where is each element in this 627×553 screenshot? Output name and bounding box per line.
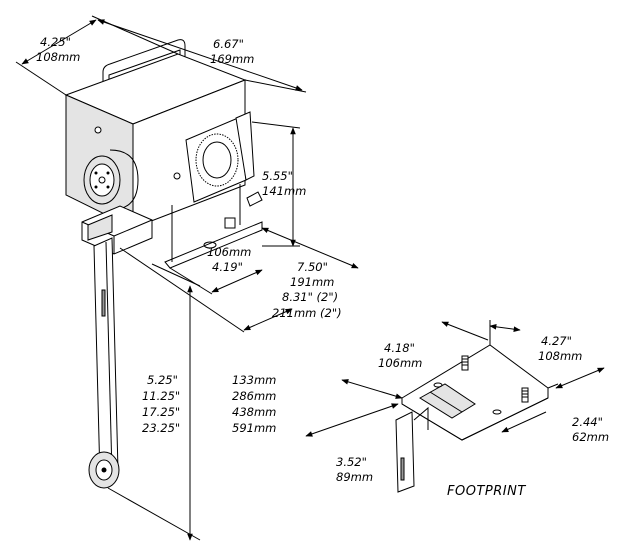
base-width-in-label: 4.19" bbox=[212, 260, 243, 274]
arm-length-in-2: 11.25" bbox=[142, 389, 180, 403]
height-mm-label: 141mm bbox=[262, 184, 306, 198]
width-in-label: 6.67" bbox=[213, 37, 244, 51]
arm-length-mm-1: 133mm bbox=[232, 373, 276, 387]
footprint-depth-in-label: 4.27" bbox=[541, 334, 572, 348]
main-unit-dimensions bbox=[15, 15, 359, 541]
arm-length-in-3: 17.25" bbox=[142, 405, 180, 419]
height-in-label: 5.55" bbox=[262, 169, 293, 183]
footprint-illustration bbox=[395, 344, 549, 493]
footprint-shaft bbox=[395, 411, 415, 493]
footprint-length-in-label: 3.52" bbox=[336, 455, 367, 469]
overall-length-in-label: 8.31" (2") bbox=[282, 290, 338, 304]
base-length-in-label: 7.50" bbox=[297, 260, 328, 274]
footprint-width-mm-label: 106mm bbox=[378, 356, 422, 370]
footprint-offset-mm-label: 62mm bbox=[572, 430, 609, 444]
footprint-length-mm-label: 89mm bbox=[336, 470, 373, 484]
depth-mm-label: 108mm bbox=[36, 50, 80, 64]
arm-length-mm-4: 591mm bbox=[232, 421, 276, 435]
extension-arm bbox=[93, 237, 119, 479]
base-width-mm-label: 106mm bbox=[207, 245, 251, 259]
base-length-mm-label: 191mm bbox=[290, 275, 334, 289]
footprint-caption: FOOTPRINT bbox=[447, 484, 526, 499]
arm-length-table: 5.25" 133mm 11.25" 286mm 17.25" 438mm 23… bbox=[142, 373, 276, 435]
arm-length-mm-2: 286mm bbox=[232, 389, 276, 403]
arm-bracket bbox=[81, 205, 153, 255]
arm-length-mm-3: 438mm bbox=[232, 405, 276, 419]
footprint-dimensions bbox=[305, 320, 605, 437]
footprint-offset-in-label: 2.44" bbox=[572, 415, 603, 429]
width-mm-label: 169mm bbox=[210, 52, 254, 66]
arm-length-in-1: 5.25" bbox=[147, 373, 178, 387]
overall-length-mm-label: 211mm (2") bbox=[272, 306, 342, 320]
depth-in-label: 4.25" bbox=[40, 35, 71, 49]
footprint-depth-mm-label: 108mm bbox=[538, 349, 582, 363]
arm-length-in-4: 23.25" bbox=[142, 421, 180, 435]
footprint-width-in-label: 4.18" bbox=[384, 341, 415, 355]
